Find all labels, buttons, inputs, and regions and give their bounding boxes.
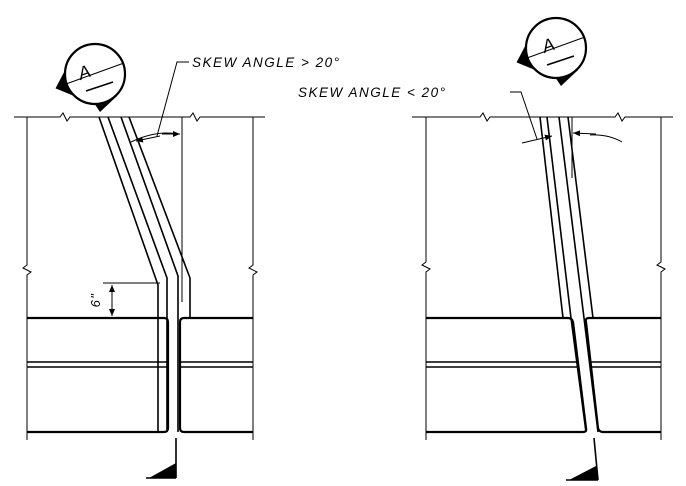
right-outer-wall xyxy=(421,117,431,440)
right-slab-right-piece xyxy=(584,316,661,434)
left-skew-note-leader xyxy=(156,61,189,137)
left-slab-left-piece xyxy=(27,316,170,434)
right-section-marker-letter: A xyxy=(538,33,558,57)
right-skew-angle-dimension xyxy=(521,130,623,144)
section-cut-arrow-icon xyxy=(146,438,177,479)
right-skewed-joint xyxy=(539,116,599,433)
left-skewed-joint xyxy=(98,116,191,432)
left-offset-dimension: 6" xyxy=(88,282,160,319)
right-detail: SKEW ANGLE < 20° A xyxy=(298,16,673,481)
section-cut-arrow-icon xyxy=(566,437,599,481)
right-skew-note: SKEW ANGLE < 20° xyxy=(298,85,447,100)
left-detail: 6" SKEW ANGLE > 20° xyxy=(14,42,341,479)
right-slab-left-piece xyxy=(426,316,588,434)
left-right-wall xyxy=(248,117,258,440)
left-offset-dimension-label: 6" xyxy=(88,293,103,308)
left-skew-angle-dimension xyxy=(130,131,180,143)
right-right-wall xyxy=(656,117,666,440)
left-section-marker: A xyxy=(55,42,127,112)
right-top-edge xyxy=(412,112,673,122)
left-slab-right-piece xyxy=(178,316,253,434)
left-outer-wall xyxy=(22,117,32,440)
right-skew-note-leader xyxy=(510,91,538,140)
left-skew-note: SKEW ANGLE > 20° xyxy=(192,55,341,70)
left-top-edge xyxy=(14,112,265,122)
right-section-marker: A xyxy=(516,16,588,86)
left-section-marker-letter: A xyxy=(74,60,94,84)
